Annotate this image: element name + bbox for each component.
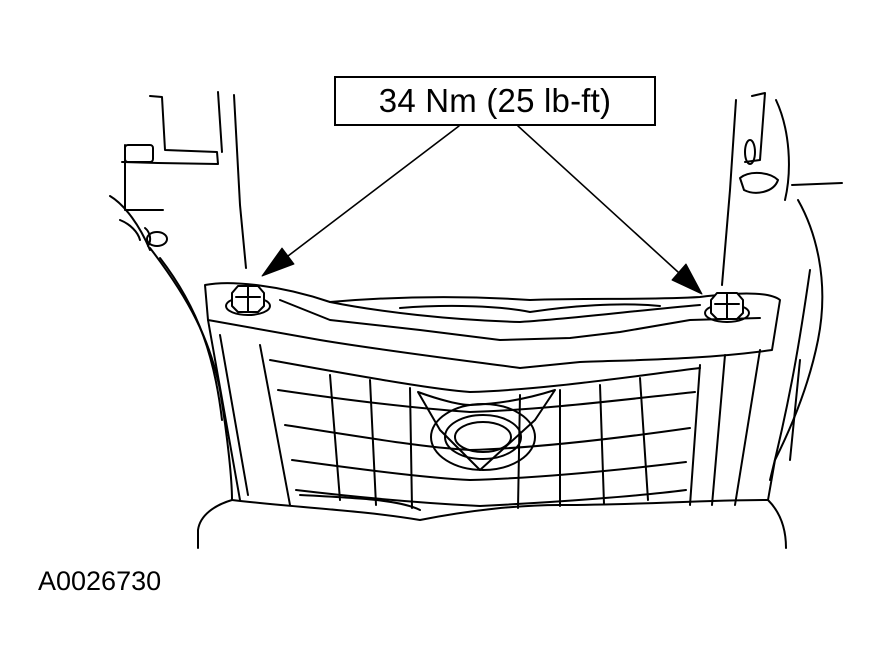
left-bolt [225,285,271,316]
grille-reinforcement-bar [204,282,781,369]
leader-arrow-left [261,125,460,277]
torque-callout: 34 Nm (25 lb-ft) [334,76,656,126]
grille-mesh [207,319,761,509]
bumper-outline [197,494,787,549]
torque-label: 34 Nm (25 lb-ft) [378,82,612,119]
figure-id: A0026730 [38,566,162,596]
leader-arrow-right [517,125,703,295]
right-frame-outline [721,92,843,501]
right-bolt [704,292,750,323]
left-frame-outline [109,91,247,501]
